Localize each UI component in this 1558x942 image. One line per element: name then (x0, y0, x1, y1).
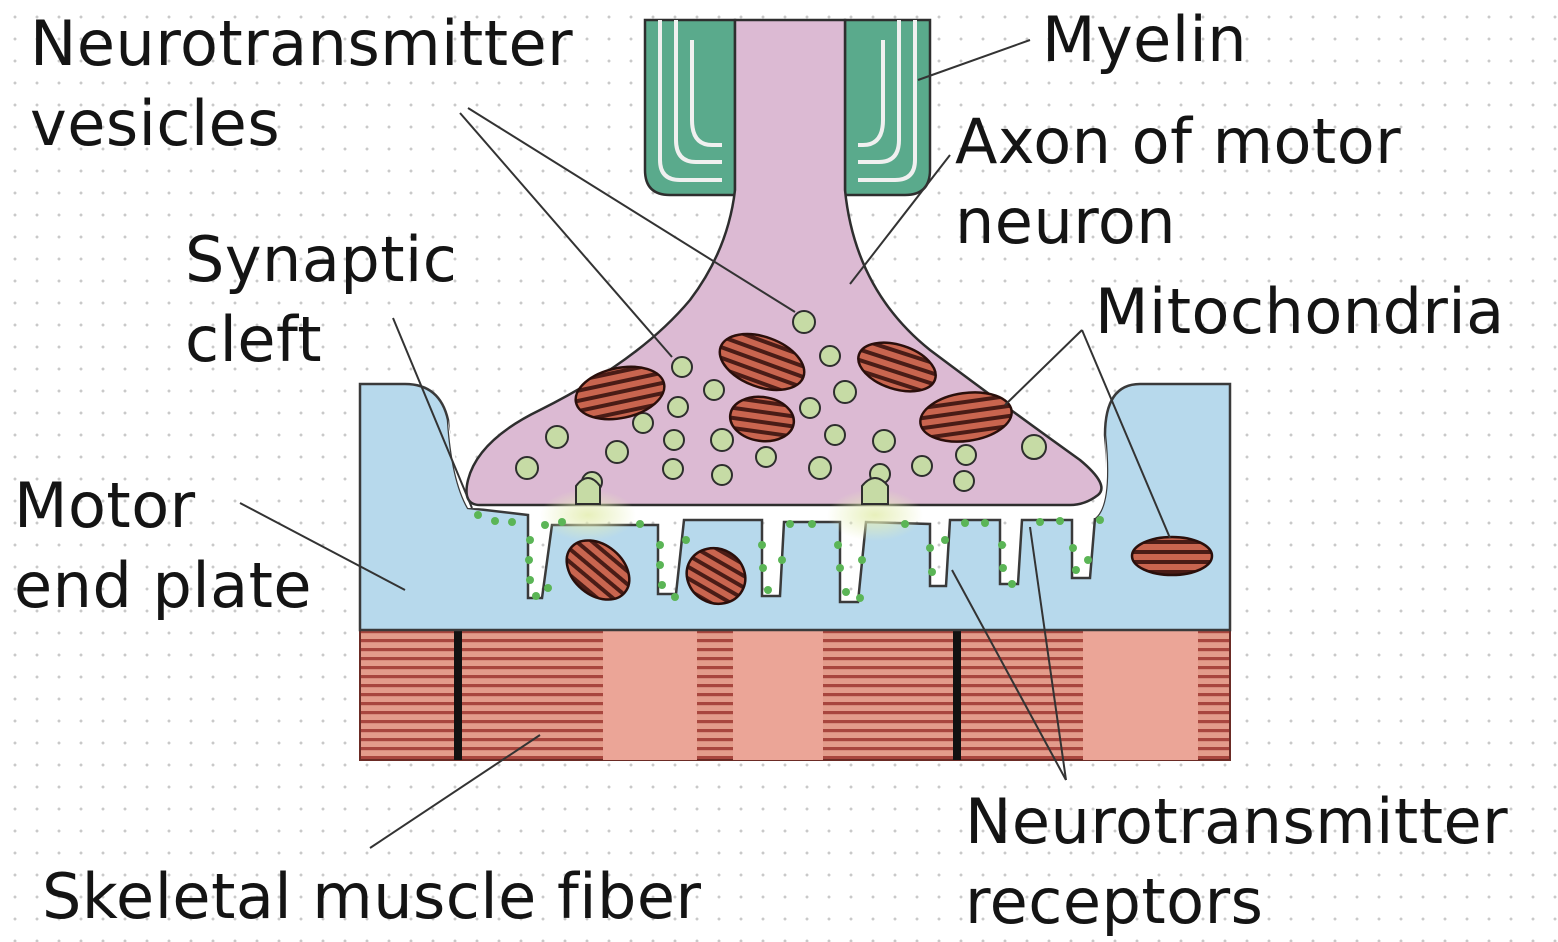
label-skeletal-muscle-fiber: Skeletal muscle fiber (42, 857, 702, 937)
label-neurotransmitter-receptors: Neurotransmitter receptors (965, 782, 1508, 942)
label-axon-of-motor-neuron: Axon of motor neuron (955, 102, 1401, 262)
label-motor-end-plate: Motor end plate (14, 466, 312, 626)
skeletal-muscle-fiber (360, 630, 1230, 760)
label-synaptic-cleft: Synaptic cleft (185, 220, 457, 380)
label-myelin: Myelin (1042, 0, 1247, 80)
label-mitochondria: Mitochondria (1095, 272, 1505, 352)
label-neurotransmitter-vesicles: Neurotransmitter vesicles (30, 4, 573, 164)
